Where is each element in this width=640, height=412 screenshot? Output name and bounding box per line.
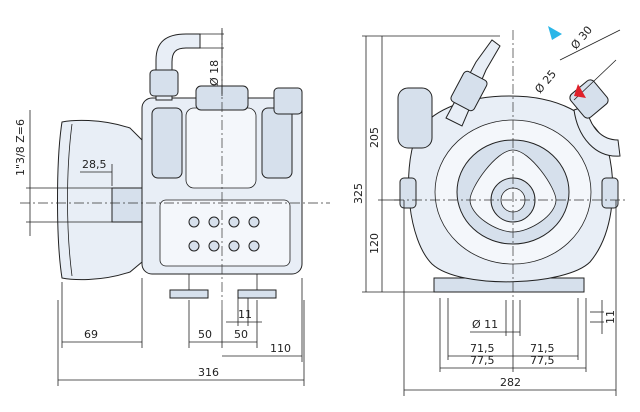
front-view [394,30,626,300]
dim-50-b: 50 [234,328,248,341]
dimension-lines-left [26,28,305,386]
dim-28-5: 28,5 [82,158,107,171]
dim-316: 316 [198,366,219,379]
dim-hole-11: Ø 11 [472,318,498,331]
dim-diameter-18: Ø 18 [208,60,221,86]
dim-11-left: 11 [238,308,252,321]
shaft [111,187,147,223]
outlet-arrow [574,84,586,98]
dimension-lines-right [362,26,621,396]
side-view [20,30,330,310]
dim-77-5-a: 77,5 [470,354,495,367]
dim-325: 325 [352,183,365,204]
dim-77-5-b: 77,5 [530,354,555,367]
dim-50-a: 50 [198,328,212,341]
dim-71-5-a: 71,5 [470,342,495,355]
dim-71-5-b: 71,5 [530,342,555,355]
suction-elbow [573,105,621,157]
dim-diameter-30: Ø 30 [568,24,595,52]
dim-120: 120 [368,233,381,254]
foot-right [237,289,277,299]
pto-flange [57,119,143,281]
dim-11-right: 11 [604,310,617,324]
foot-left [169,289,209,299]
dim-thread: 1"3/8 Z=6 [14,119,27,176]
dim-282: 282 [500,376,521,389]
bolt-pattern [188,216,260,252]
dim-diameter-25: Ø 25 [532,68,559,96]
inlet-arrow [548,26,562,40]
accumulator [397,87,433,149]
dim-205: 205 [368,127,381,148]
dim-69: 69 [84,328,98,341]
dim-110: 110 [270,342,291,355]
